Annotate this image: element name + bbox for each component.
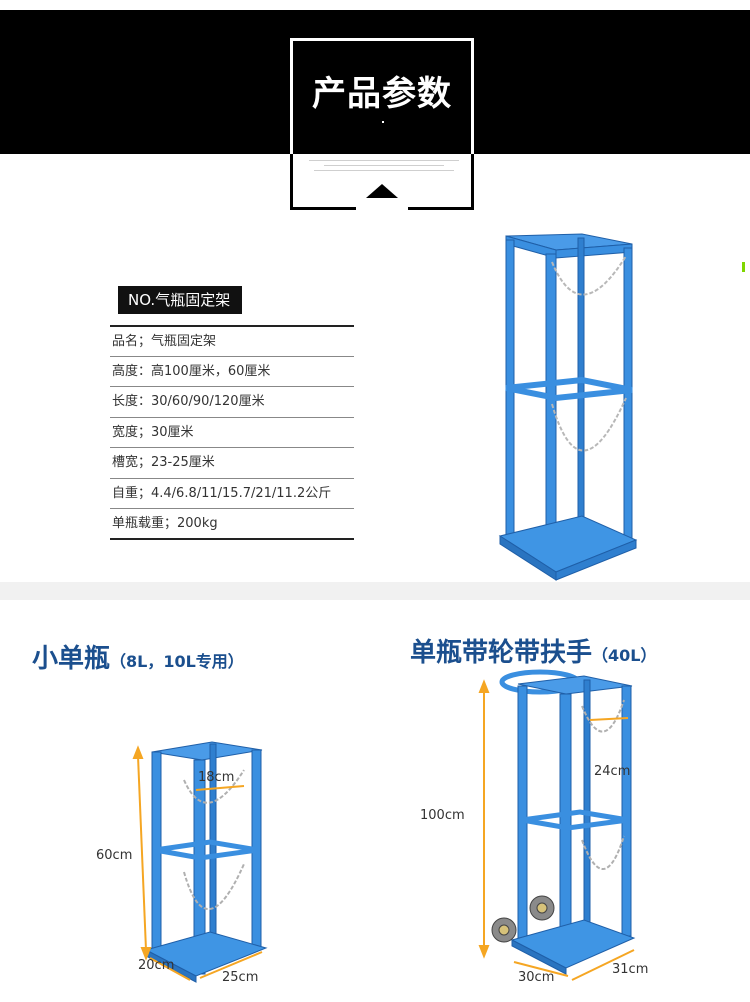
small-inner-dimension: 18cm [198,770,235,785]
large-inner-dimension: 24cm [594,764,631,779]
small-rack-heading: 小单瓶（8L，10L专用） [32,638,244,675]
small-rack-title: 小单瓶 [32,644,111,674]
title-frame-gap [356,204,408,214]
faint-decoration [304,160,464,174]
large-rack-heading: 单瓶带轮带扶手（40L） [410,632,656,669]
decorative-mark [742,262,745,272]
up-arrow-icon [366,184,398,198]
page-title: 产品参数 [312,74,452,114]
small-width-dimension: 25cm [222,970,259,985]
title-dot [382,121,384,123]
large-height-dimension: 100cm [420,808,465,823]
section-divider [0,582,750,600]
small-height-dimension: 60cm [96,848,133,863]
large-rack-subtitle: （40L） [592,646,657,665]
header-banner [0,10,750,154]
spec-heading: NO.气瓶固定架 [118,286,243,314]
small-depth-dimension: 20cm [138,958,175,973]
small-rack-subtitle: （8L，10L专用） [110,652,244,671]
large-rack-title: 单瓶带轮带扶手 [410,638,593,668]
large-depth-dimension: 31cm [612,962,649,977]
spec-table: 品名；气瓶固定架 高度：高100厘米，60厘米 长度：30/60/90/120厘… [110,325,354,540]
large-width-dimension: 30cm [518,970,555,985]
title-frame [290,38,474,156]
